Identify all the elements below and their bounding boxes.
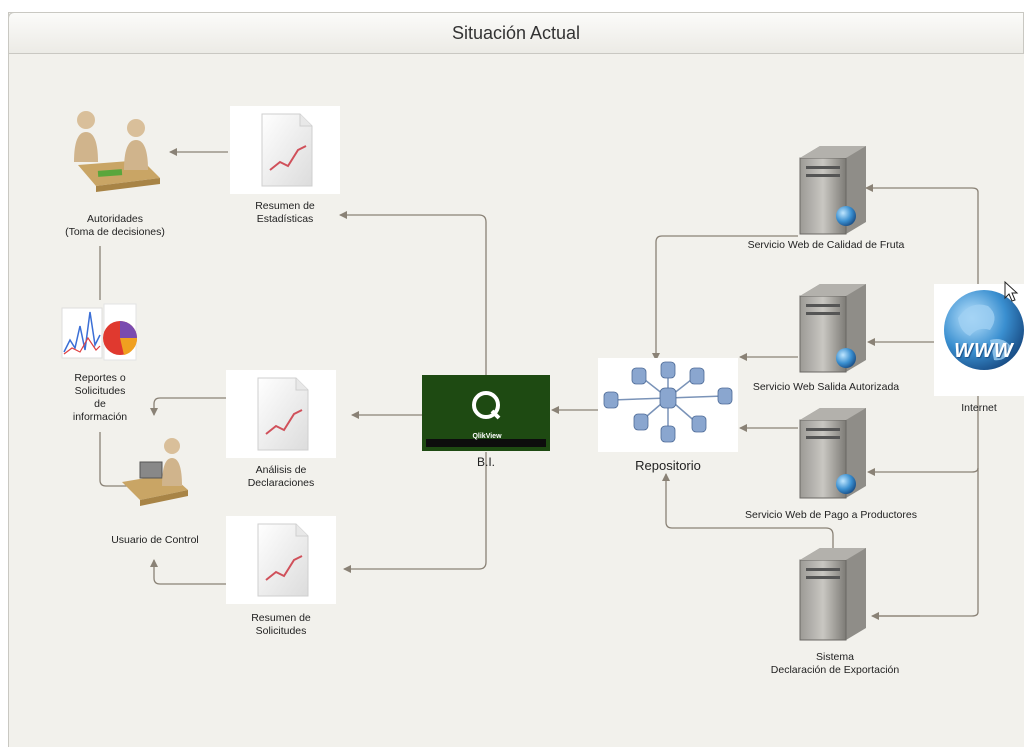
internet-globe-icon xyxy=(934,284,1024,396)
resumen-estadisticas-line2: Estadísticas xyxy=(256,213,314,225)
internet-www-text: WWW xyxy=(954,340,1014,362)
arrow-solicitudes-to-usuario xyxy=(150,559,228,585)
autoridades-label-line1: Autoridades xyxy=(86,213,144,225)
usuario-icon xyxy=(122,438,188,506)
arrow-sistema-to-repo xyxy=(662,473,834,548)
doc-icon-analisis xyxy=(226,370,336,458)
bi-logo-text: QlikView xyxy=(472,433,502,440)
line-internet-trunk xyxy=(876,192,979,617)
doc-icon-estadisticas xyxy=(230,106,340,194)
ws-salida-label: Servicio Web Salida Autorizada xyxy=(752,381,900,393)
repositorio-label: Repositorio xyxy=(635,458,701,473)
resumen-solicitudes-line1: Resumen de xyxy=(251,612,311,624)
server-icon-sistema xyxy=(799,548,866,641)
mouse-cursor-icon xyxy=(1004,280,1019,302)
resumen-estadisticas-label: Resumen de Estadísticas xyxy=(225,200,345,226)
diagram-title: Situación Actual xyxy=(451,23,581,43)
resumen-solicitudes-line2: Solicitudes xyxy=(255,625,307,637)
line-usuario-to-reportes xyxy=(99,432,130,487)
arrow-internet-to-pago xyxy=(867,467,979,476)
bi-qlikview-block xyxy=(422,375,550,451)
arrow-bi-to-solicitudes xyxy=(343,452,487,573)
arrow-analisis-to-usuario xyxy=(150,397,228,416)
usuario-label: Usuario de Control xyxy=(95,534,215,547)
bi-label: B.I. xyxy=(476,455,495,469)
title-bar: Situación Actual xyxy=(8,12,1024,54)
server-icon-pago xyxy=(799,408,866,499)
reportes-label-line4: información xyxy=(72,411,128,423)
autoridades-icon xyxy=(74,111,160,192)
ws-calidad-label: Servicio Web de Calidad de Fruta xyxy=(747,239,905,251)
sistema-label: Sistema Declaración de Exportación xyxy=(750,651,920,677)
arrow-bi-to-estadisticas xyxy=(339,211,487,375)
autoridades-label: Autoridades (Toma de decisiones) xyxy=(50,213,180,239)
reportes-label: Reportes o Solicitudes de información xyxy=(50,372,150,424)
sistema-line1: Sistema xyxy=(816,651,854,663)
reportes-label-line2: Solicitudes xyxy=(74,385,126,397)
ws-pago-label: Servicio Web de Pago a Productores xyxy=(745,509,917,521)
analisis-line2: Declaraciones xyxy=(247,477,315,489)
arrow-calidad-to-repo xyxy=(652,235,798,361)
resumen-solicitudes-label: Resumen de Solicitudes xyxy=(221,612,341,638)
reportes-label-line3: de xyxy=(94,398,106,410)
doc-icon-solicitudes xyxy=(226,516,336,604)
connectors xyxy=(99,148,979,620)
server-icon-salida xyxy=(799,284,866,373)
autoridades-label-line2: (Toma de decisiones) xyxy=(65,226,165,238)
resumen-estadisticas-line1: Resumen de xyxy=(255,200,315,212)
internet-label: Internet xyxy=(961,402,997,414)
reportes-label-line1: Reportes o xyxy=(74,372,126,384)
repositorio-icon xyxy=(598,358,738,452)
usuario-label-line1: Usuario de Control xyxy=(111,534,199,546)
server-icon-calidad xyxy=(799,146,866,235)
reportes-icon xyxy=(61,303,138,361)
analisis-label: Análisis de Declaraciones xyxy=(221,464,341,490)
sistema-line2: Declaración de Exportación xyxy=(770,664,900,676)
arrow-internet-to-calidad xyxy=(865,184,979,193)
analisis-line1: Análisis de xyxy=(255,464,307,476)
